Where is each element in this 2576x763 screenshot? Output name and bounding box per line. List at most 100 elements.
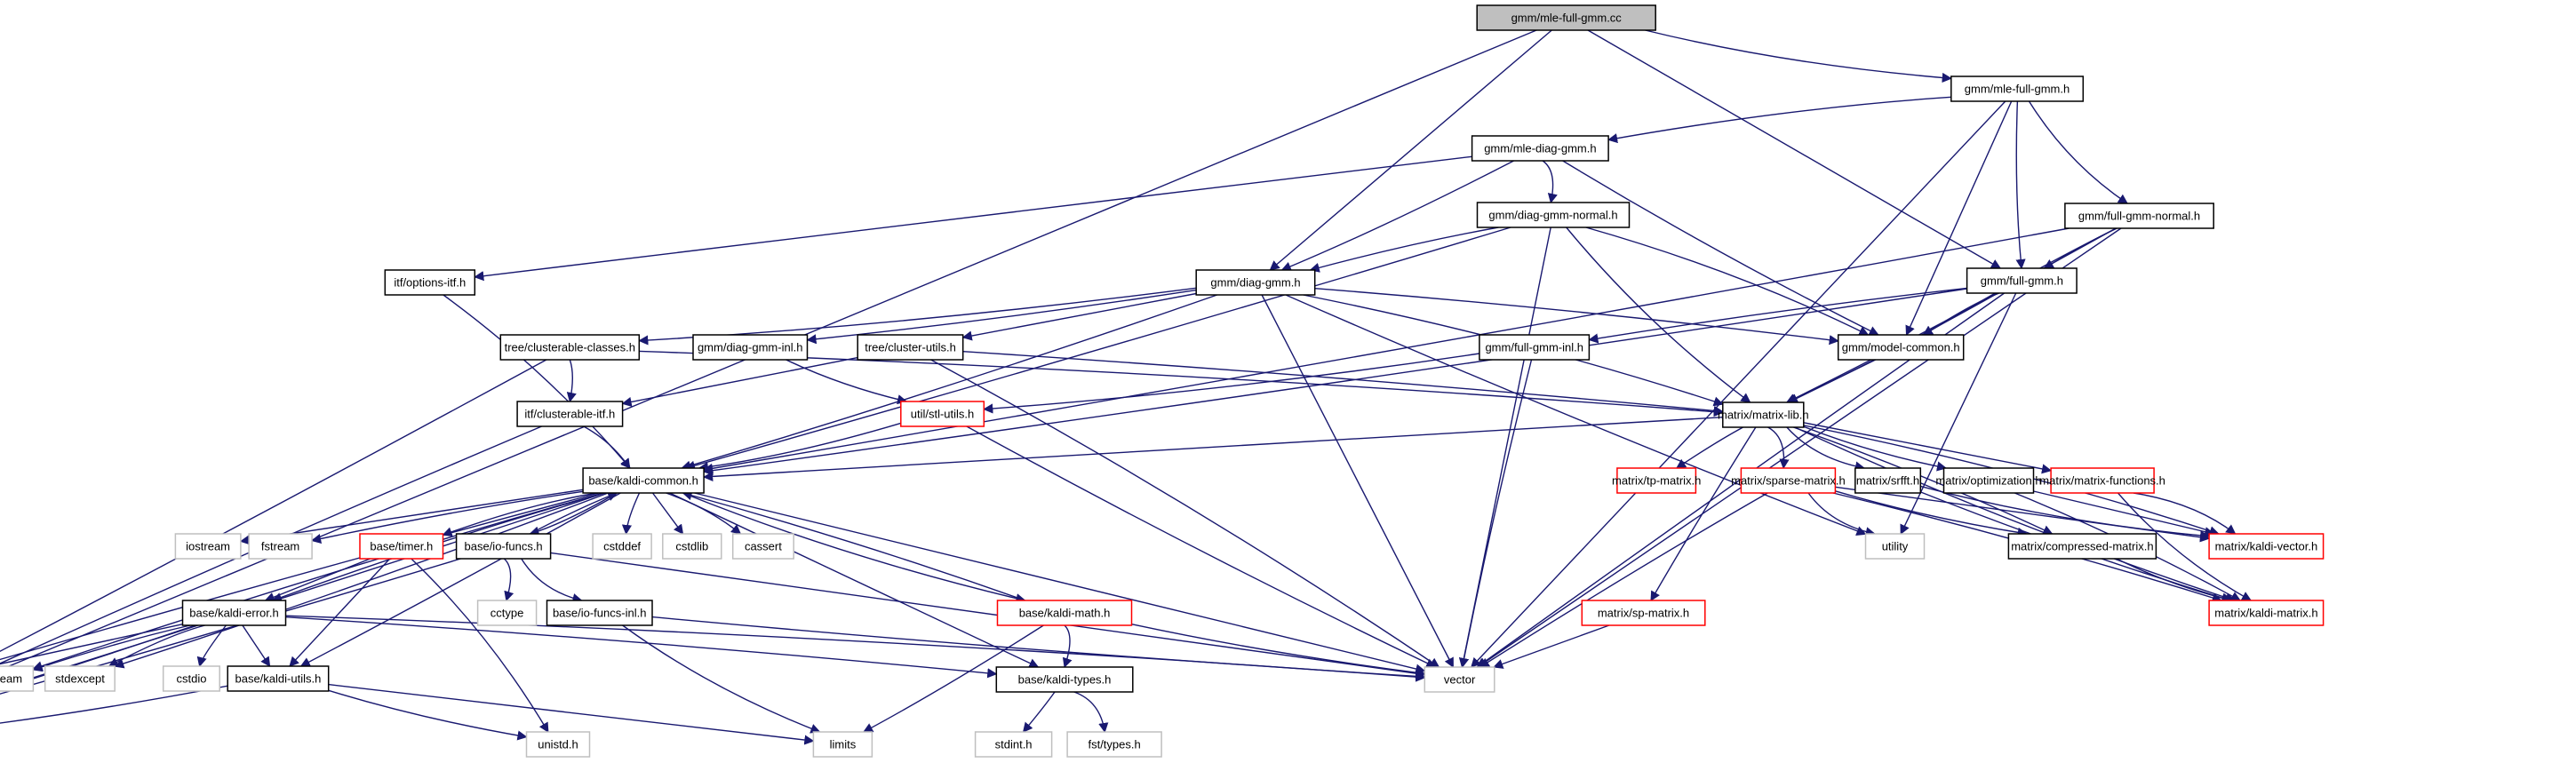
edge-mle-full-gmm-cc-to-diag-gmm-h: [1269, 29, 1552, 271]
edge-io-funcs-h-to-vector: [550, 552, 1426, 679]
node-utility: utility: [1864, 533, 1926, 560]
node-box-limits: [812, 731, 873, 758]
edge-io-funcs-h-to-io-funcs-inl-h: [521, 558, 583, 603]
node-timer-h[interactable]: base/timer.h: [359, 533, 444, 560]
edge-compressed-matrix-h-to-kaldi-matrix-h: [2116, 558, 2233, 604]
node-label-full-gmm-h: gmm/full-gmm.h: [1981, 274, 2063, 288]
node-label-full-gmm-inl-h: gmm/full-gmm-inl.h: [1485, 341, 1583, 354]
edge-mle-full-gmm-h-to-full-gmm-h: [2015, 100, 2026, 270]
node-box-options-itf-h: [384, 269, 476, 296]
node-box-cctype: [476, 600, 538, 626]
node-cluster-utils-h[interactable]: tree/cluster-utils.h: [857, 334, 964, 361]
edge-kaldi-utils-h-to-unistd-h: [328, 689, 528, 741]
node-label-options-itf-h: itf/options-itf.h: [394, 276, 466, 290]
edge-kaldi-math-h-to-kaldi-types-h: [1062, 624, 1073, 669]
node-box-fst-types-h: [1066, 731, 1162, 758]
node-label-clusterable-classes-h: tree/clusterable-classes.h: [505, 341, 635, 354]
node-full-gmm-inl-h[interactable]: gmm/full-gmm-inl.h: [1479, 334, 1591, 361]
node-diag-gmm-normal-h[interactable]: gmm/diag-gmm-normal.h: [1476, 202, 1631, 228]
edge-sparse-matrix-h-to-vector: [1479, 492, 1768, 668]
node-io-funcs-inl-h[interactable]: base/io-funcs-inl.h: [546, 600, 653, 626]
edge-kaldi-common-h-to-kaldi-math-h: [682, 492, 1026, 604]
node-kaldi-error-h[interactable]: base/kaldi-error.h: [181, 600, 287, 626]
node-cstdio: cstdio: [162, 665, 220, 692]
node-box-iostream: [174, 533, 242, 560]
node-label-diag-gmm-normal-h: gmm/diag-gmm-normal.h: [1488, 209, 1617, 222]
node-matrix-lib-h[interactable]: matrix/matrix-lib.h: [1718, 401, 1809, 428]
node-label-clusterable-itf-h: itf/clusterable-itf.h: [524, 408, 615, 421]
edge-io-funcs-h-to-cctype: [503, 558, 514, 602]
node-box-model-common-h: [1837, 334, 1965, 361]
node-box-utility: [1864, 533, 1926, 560]
node-options-itf-h[interactable]: itf/options-itf.h: [384, 269, 476, 296]
node-label-optimization-h: matrix/optimization.h: [1935, 474, 2041, 488]
edge-optimization-h-to-kaldi-vector-h: [2033, 490, 2215, 537]
edge-kaldi-error-h-to-stdexcept: [108, 624, 205, 667]
node-srfft-h[interactable]: matrix/srfft.h: [1854, 467, 1922, 494]
node-box-stl-utils-h: [900, 401, 985, 427]
node-label-cluster-utils-h: tree/cluster-utils.h: [865, 341, 956, 354]
edge-mle-full-gmm-h-to-model-common-h: [1905, 100, 2013, 337]
node-diag-gmm-h[interactable]: gmm/diag-gmm.h: [1195, 269, 1316, 296]
edge-matrix-lib-h-to-srfft-h: [1786, 426, 1866, 472]
edge-kaldi-types-h-to-stdint-h: [1022, 691, 1056, 733]
edge-mle-full-gmm-cc-to-mle-full-gmm-h: [1645, 29, 1952, 83]
node-box-diag-gmm-inl-h: [692, 334, 809, 361]
node-box-kaldi-common-h: [582, 467, 705, 494]
node-label-iostream: iostream: [186, 540, 230, 553]
edge-kaldi-common-h-to-kaldi-types-h: [669, 492, 1040, 668]
edge-mle-diag-gmm-h-to-options-itf-h: [474, 155, 1472, 282]
node-matrix-functions-h[interactable]: matrix/matrix-functions.h: [2039, 467, 2165, 494]
node-clusterable-classes-h[interactable]: tree/clusterable-classes.h: [499, 334, 641, 361]
node-stl-utils-h[interactable]: util/stl-utils.h: [900, 401, 985, 427]
edge-timer-h-to-kaldi-utils-h: [289, 558, 391, 667]
edge-full-gmm-normal-h-to-kaldi-common-h: [702, 227, 2070, 473]
node-full-gmm-h[interactable]: gmm/full-gmm.h: [1966, 267, 2078, 294]
node-kaldi-matrix-h[interactable]: matrix/kaldi-matrix.h: [2208, 600, 2325, 626]
edge-matrix-functions-h-to-kaldi-vector-h: [2133, 492, 2237, 535]
edge-kaldi-common-h-to-sstream: [32, 492, 603, 672]
edge-kaldi-error-h-to-kaldi-utils-h: [242, 624, 271, 667]
node-diag-gmm-inl-h[interactable]: gmm/diag-gmm-inl.h: [692, 334, 809, 361]
node-full-gmm-normal-h[interactable]: gmm/full-gmm-normal.h: [2064, 203, 2214, 229]
edge-timer-h-to-unistd-h: [411, 558, 549, 733]
edge-kaldi-math-h-to-kaldi-common-h: [682, 490, 1025, 601]
node-mle-full-gmm-cc[interactable]: gmm/mle-full-gmm.cc: [1476, 4, 1656, 31]
node-model-common-h[interactable]: gmm/model-common.h: [1837, 334, 1965, 361]
edge-kaldi-utils-h-to-limits: [328, 683, 815, 745]
node-mle-diag-gmm-h[interactable]: gmm/mle-diag-gmm.h: [1471, 135, 1609, 162]
node-io-funcs-h[interactable]: base/io-funcs.h: [455, 533, 552, 560]
node-limits: limits: [812, 731, 873, 758]
edge-options-itf-h-to-kaldi-common-h: [443, 294, 631, 469]
node-label-cstdio: cstdio: [177, 672, 207, 686]
node-optimization-h[interactable]: matrix/optimization.h: [1935, 467, 2042, 494]
node-box-matrix-lib-h: [1722, 401, 1805, 428]
node-kaldi-common-h[interactable]: base/kaldi-common.h: [582, 467, 705, 494]
node-box-diag-gmm-normal-h: [1476, 202, 1631, 228]
node-compressed-matrix-h[interactable]: matrix/compressed-matrix.h: [2007, 533, 2157, 560]
node-label-tp-matrix-h: matrix/tp-matrix.h: [1612, 474, 1701, 488]
node-unistd-h: unistd.h: [525, 731, 591, 758]
node-tp-matrix-h[interactable]: matrix/tp-matrix.h: [1612, 467, 1701, 494]
node-sp-matrix-h[interactable]: matrix/sp-matrix.h: [1581, 600, 1706, 626]
edge-matrix-lib-h-to-matrix-functions-h: [1803, 422, 2053, 474]
node-box-diag-gmm-h: [1195, 269, 1316, 296]
node-kaldi-math-h[interactable]: base/kaldi-math.h: [996, 600, 1133, 626]
node-kaldi-utils-h[interactable]: base/kaldi-utils.h: [227, 665, 330, 692]
node-label-kaldi-math-h: base/kaldi-math.h: [1019, 607, 1111, 620]
node-box-kaldi-error-h: [181, 600, 287, 626]
node-sparse-matrix-h[interactable]: matrix/sparse-matrix.h: [1731, 467, 1846, 494]
edge-mle-full-gmm-cc-to-full-gmm-h: [1587, 29, 2002, 269]
node-kaldi-types-h[interactable]: base/kaldi-types.h: [995, 666, 1134, 693]
node-clusterable-itf-h[interactable]: itf/clusterable-itf.h: [516, 401, 624, 427]
node-label-io-funcs-inl-h: base/io-funcs-inl.h: [553, 607, 647, 620]
edge-kaldi-common-h-to-cstdlib: [651, 492, 684, 535]
edge-kaldi-common-h-to-fstream: [311, 490, 584, 544]
edge-matrix-lib-h-to-compressed-matrix-h: [1793, 426, 2054, 535]
node-box-sstream: [0, 665, 35, 692]
node-mle-full-gmm-h[interactable]: gmm/mle-full-gmm.h: [1950, 76, 2085, 102]
edge-clusterable-itf-h-to-string: [0, 425, 542, 664]
node-label-matrix-lib-h: matrix/matrix-lib.h: [1718, 409, 1809, 422]
node-kaldi-vector-h[interactable]: matrix/kaldi-vector.h: [2208, 533, 2325, 560]
node-label-cassert: cassert: [745, 540, 782, 553]
